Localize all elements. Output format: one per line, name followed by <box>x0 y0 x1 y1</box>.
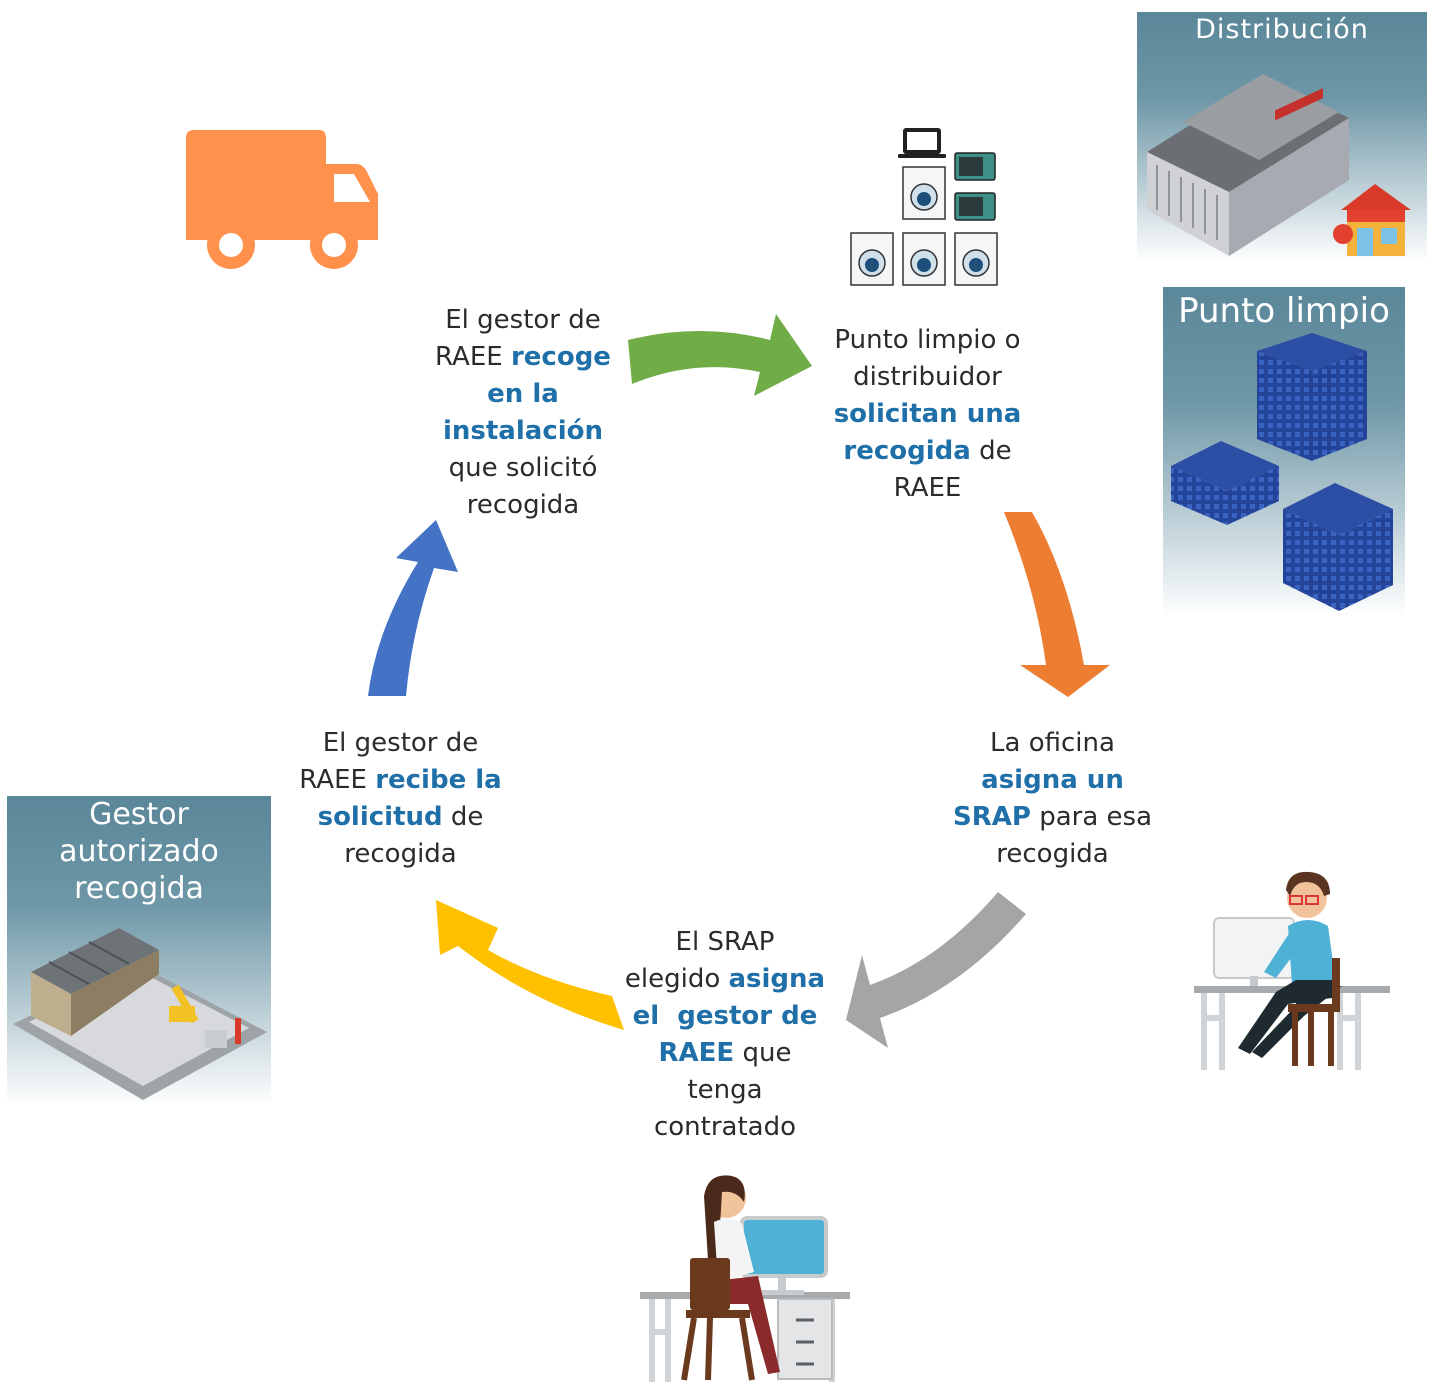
cage-left <box>1171 441 1279 525</box>
step-text: RAEE <box>435 342 511 372</box>
step-text: para esa <box>1030 802 1152 832</box>
step-text: Punto limpio o <box>834 325 1021 355</box>
step-highlight-text: en la <box>487 379 559 409</box>
step-solicitan: Punto limpio o distribuidor solicitan una r… <box>800 322 1055 507</box>
step-line: el gestor de <box>600 998 850 1035</box>
step-line: El gestor de <box>283 725 518 762</box>
step-highlight-text: asigna un <box>981 765 1124 795</box>
step-text: de <box>442 802 484 832</box>
step-highlight-text: recogida <box>843 436 971 466</box>
step-highlight-text: recoge <box>510 342 611 372</box>
step-line: SRAP para esa <box>930 799 1175 836</box>
step-text: que solicitó <box>448 453 598 483</box>
step-line: Punto limpio o <box>800 322 1055 359</box>
step-text: El gestor de <box>445 305 601 335</box>
step-line: recogida <box>930 836 1175 873</box>
gestor-title-line1: Gestor <box>89 797 189 832</box>
factory-icon <box>13 928 267 1100</box>
step-line: solicitud de <box>283 799 518 836</box>
step-line: El gestor de <box>408 302 638 339</box>
step-highlight-text: RAEE <box>658 1038 735 1068</box>
step-line: asigna un <box>930 762 1175 799</box>
step-line: RAEE <box>800 470 1055 507</box>
step-highlight-text: solicitud <box>317 802 443 832</box>
step-text: distribuidor <box>853 362 1002 392</box>
arrow-orange <box>1004 512 1110 697</box>
step-highlight-text: el gestor de <box>632 1001 818 1031</box>
step-text: contratado <box>653 1112 797 1142</box>
gestor-title-line2: autorizado <box>59 834 219 869</box>
step-text: tenga <box>687 1075 763 1105</box>
distribucion-panel: Distribución <box>1137 12 1427 262</box>
cage-right <box>1283 483 1393 611</box>
step-line: distribuidor <box>800 359 1055 396</box>
shop-icon <box>1333 184 1411 256</box>
step-text: recogida <box>996 839 1109 869</box>
appliances-icon <box>850 128 998 286</box>
step-line: El SRAP <box>600 924 850 961</box>
step-line: contratado <box>600 1109 850 1146</box>
step-line: La oficina <box>930 725 1175 762</box>
distribucion-title: Distribución <box>1195 14 1369 45</box>
step-line: instalación <box>408 413 638 450</box>
step-highlight-text: recibe la <box>375 765 502 795</box>
punto-limpio-panel: Punto limpio <box>1163 287 1405 617</box>
step-line: RAEE recoge <box>408 339 638 376</box>
step-text: RAEE <box>299 765 376 795</box>
office-man-icon <box>1194 871 1390 1070</box>
step-highlight-text: SRAP <box>953 802 1031 832</box>
step-text: RAEE <box>893 473 962 503</box>
step-text: que <box>734 1038 792 1068</box>
step-line: tenga <box>600 1072 850 1109</box>
step-text: recogida <box>466 490 580 520</box>
step-line: recogida <box>283 836 518 873</box>
step-text: elegido <box>624 964 729 994</box>
cages-icon <box>1171 333 1393 611</box>
warehouse-icon <box>1147 74 1349 256</box>
step-line: solicitan una <box>800 396 1055 433</box>
step-highlight-text: instalación <box>442 416 604 446</box>
step-line: recogida <box>408 487 638 524</box>
step-line: recogida de <box>800 433 1055 470</box>
arrow-blue <box>368 520 458 696</box>
step-text: El gestor de <box>322 728 479 758</box>
truck-icon <box>186 130 378 269</box>
step-line: en la <box>408 376 638 413</box>
punto-limpio-title: Punto limpio <box>1178 291 1390 331</box>
step-text: recogida <box>344 839 457 869</box>
arrow-gray <box>846 892 1026 1048</box>
step-text: de <box>970 436 1012 466</box>
gestor-title: Gestor autorizado recogida <box>7 796 271 907</box>
arrow-green <box>628 314 812 396</box>
gestor-title-line3: recogida <box>74 871 204 906</box>
arrow-yellow <box>436 900 624 1030</box>
office-woman-icon <box>640 1175 850 1382</box>
step-line: elegido asigna <box>600 961 850 998</box>
step-line: que solicitó <box>408 450 638 487</box>
step-line: RAEE recibe la <box>283 762 518 799</box>
gestor-panel: Gestor autorizado recogida <box>7 796 271 1106</box>
step-text: La oficina <box>990 728 1115 758</box>
step-highlight-text: asigna <box>728 964 826 994</box>
step-text: El SRAP <box>675 927 775 957</box>
step-line: RAEE que <box>600 1035 850 1072</box>
cage-top <box>1257 333 1367 461</box>
step-highlight-text: solicitan una <box>833 399 1022 429</box>
